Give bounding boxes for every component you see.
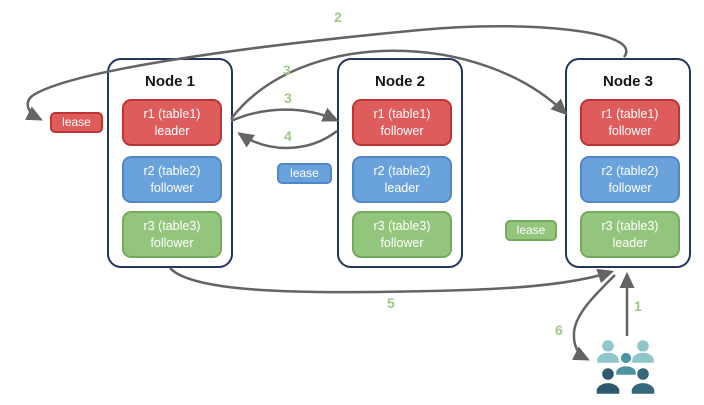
replica-role: follower [150, 180, 194, 195]
node-2: Node 2 r1 (table1) follower r2 (table2) … [337, 58, 463, 268]
replica-name: r1 (table1) [143, 107, 201, 122]
node-2-replica-r3: r3 (table3) follower [352, 211, 452, 258]
replica-name: r1 (table1) [601, 107, 659, 122]
node-2-replica-r1: r1 (table1) follower [352, 99, 452, 146]
replica-name: r3 (table3) [373, 219, 431, 234]
replica-role: leader [384, 180, 420, 195]
node-2-title: Node 2 [374, 73, 425, 90]
users-icon [595, 338, 656, 396]
node-3-title: Node 3 [602, 73, 653, 90]
node-3-replica-r1: r1 (table1) follower [580, 99, 680, 146]
replica-name: r2 (table2) [373, 164, 431, 179]
step-label-3b: 3 [284, 90, 292, 106]
node-3-replica-r2: r2 (table2) follower [580, 156, 680, 203]
node-3-replica-r3: r3 (table3) leader [580, 211, 680, 258]
step-label-5: 5 [387, 295, 395, 311]
node-1-replica-r2: r2 (table2) follower [122, 156, 222, 203]
step-label-3a: 3 [283, 62, 291, 78]
node-1: Node 1 r1 (table1) leader r2 (table2) fo… [107, 58, 233, 268]
lease-label-table2: lease [277, 163, 332, 184]
arrow-step-3-leader-to-node2 [230, 107, 339, 123]
replica-name: r2 (table2) [601, 164, 659, 179]
step-label-2: 2 [334, 9, 342, 25]
node-1-title: Node 1 [144, 73, 195, 90]
replica-role: follower [150, 235, 194, 250]
replica-role: follower [380, 235, 424, 250]
replica-name: r3 (table3) [601, 219, 659, 234]
replica-role: leader [154, 123, 190, 138]
replica-role: follower [608, 123, 652, 138]
node-1-replica-r1: r1 (table1) leader [122, 99, 222, 146]
arrow-step-5-node1-to-node3 [169, 267, 615, 294]
lease-label-table1: lease [50, 112, 103, 133]
arrow-step-6-node3-to-users [572, 274, 616, 361]
node-2-replica-r2: r2 (table2) leader [352, 156, 452, 203]
step-label-1: 1 [634, 298, 642, 314]
step-label-6: 6 [555, 322, 563, 338]
node-3: Node 3 r1 (table1) follower r2 (table2) … [565, 58, 691, 268]
replica-role: leader [612, 235, 648, 250]
replica-role: follower [380, 123, 424, 138]
step-label-4: 4 [284, 128, 292, 144]
replica-role: follower [608, 180, 652, 195]
replica-name: r3 (table3) [143, 219, 201, 234]
lease-label-table3: lease [505, 220, 557, 241]
replica-name: r2 (table2) [143, 164, 201, 179]
replica-name: r1 (table1) [373, 107, 431, 122]
node-1-replica-r3: r3 (table3) follower [122, 211, 222, 258]
